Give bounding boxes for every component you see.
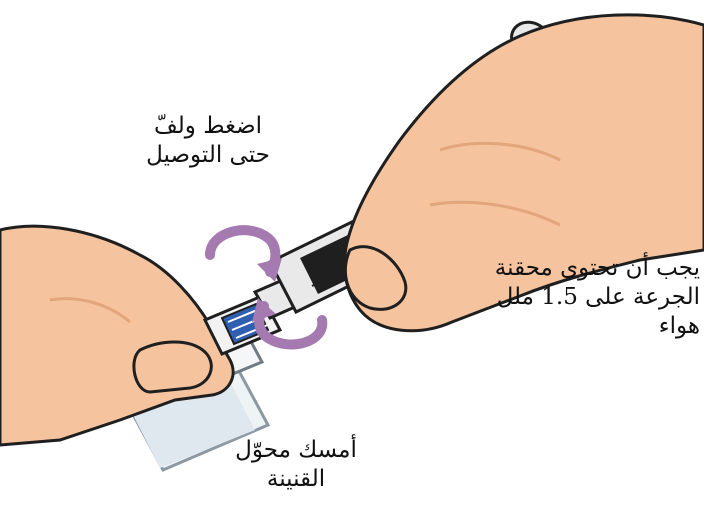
syringe-air-line-3: هواء <box>462 312 700 341</box>
hold-vial-line-1: أمسك محوّل <box>226 436 366 465</box>
press-twist-line-2: حتى التوصيل <box>138 141 278 170</box>
syringe-air-label: يجب أن تحتوي محقنة الجرعة على 1.5 ملل هو… <box>462 254 700 341</box>
hold-vial-line-2: القنينة <box>226 465 366 494</box>
syringe-air-line-1: يجب أن تحتوي محقنة <box>462 254 700 283</box>
rotate-arrow-icon <box>210 230 282 282</box>
syringe-air-line-2: الجرعة على 1.5 ملل <box>462 283 700 312</box>
press-twist-label: اضغط ولفّ حتى التوصيل <box>138 112 278 170</box>
press-twist-line-1: اضغط ولفّ <box>138 112 278 141</box>
hold-vial-adapter-label: أمسك محوّل القنينة <box>226 436 366 494</box>
